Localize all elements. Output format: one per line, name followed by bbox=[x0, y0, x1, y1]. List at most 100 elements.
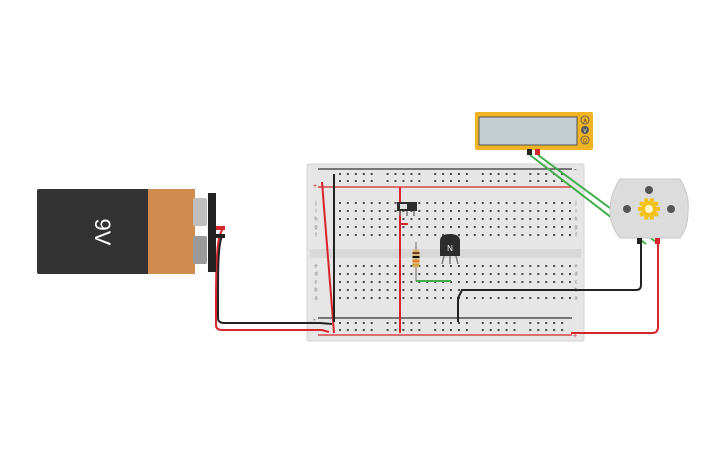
breadboard-hole[interactable] bbox=[354, 329, 357, 331]
breadboard-hole[interactable] bbox=[346, 173, 349, 175]
breadboard-hole[interactable] bbox=[553, 297, 556, 299]
breadboard-hole[interactable] bbox=[545, 281, 548, 283]
breadboard-hole[interactable] bbox=[561, 180, 564, 182]
breadboard-hole[interactable] bbox=[458, 322, 460, 324]
breadboard-hole[interactable] bbox=[394, 265, 397, 267]
breadboard-hole[interactable] bbox=[354, 226, 357, 228]
breadboard-hole[interactable] bbox=[473, 265, 476, 267]
breadboard-hole[interactable] bbox=[346, 289, 349, 291]
breadboard-hole[interactable] bbox=[529, 265, 532, 267]
breadboard-hole[interactable] bbox=[553, 322, 556, 324]
breadboard-hole[interactable] bbox=[489, 273, 492, 275]
breadboard-hole[interactable] bbox=[458, 173, 460, 175]
breadboard-hole[interactable] bbox=[386, 173, 389, 175]
breadboard-hole[interactable] bbox=[426, 210, 429, 212]
breadboard-hole[interactable] bbox=[465, 297, 468, 299]
breadboard-hole[interactable] bbox=[418, 218, 421, 220]
breadboard-hole[interactable] bbox=[339, 234, 341, 236]
breadboard-hole[interactable] bbox=[465, 202, 468, 204]
breadboard-hole[interactable] bbox=[346, 281, 349, 283]
breadboard-hole[interactable] bbox=[458, 273, 460, 275]
breadboard-hole[interactable] bbox=[473, 273, 476, 275]
breadboard-hole[interactable] bbox=[418, 234, 421, 236]
breadboard-hole[interactable] bbox=[442, 289, 445, 291]
breadboard-hole[interactable] bbox=[410, 180, 413, 182]
breadboard-hole[interactable] bbox=[481, 202, 484, 204]
breadboard-hole[interactable] bbox=[339, 180, 341, 182]
breadboard-hole[interactable] bbox=[450, 210, 452, 212]
breadboard-hole[interactable] bbox=[481, 273, 484, 275]
breadboard-hole[interactable] bbox=[537, 329, 540, 331]
breadboard-hole[interactable] bbox=[362, 180, 365, 182]
breadboard-hole[interactable] bbox=[537, 273, 540, 275]
breadboard-hole[interactable] bbox=[505, 273, 508, 275]
breadboard-hole[interactable] bbox=[513, 226, 516, 228]
breadboard-hole[interactable] bbox=[569, 281, 571, 283]
breadboard-hole[interactable] bbox=[497, 202, 500, 204]
breadboard-hole[interactable] bbox=[370, 234, 373, 236]
breadboard-hole[interactable] bbox=[497, 329, 500, 331]
breadboard-hole[interactable] bbox=[489, 322, 492, 324]
breadboard-hole[interactable] bbox=[442, 210, 445, 212]
breadboard-hole[interactable] bbox=[434, 322, 437, 324]
breadboard-hole[interactable] bbox=[386, 202, 389, 204]
breadboard-hole[interactable] bbox=[418, 202, 421, 204]
breadboard-hole[interactable] bbox=[489, 329, 492, 331]
breadboard-holes[interactable] bbox=[339, 173, 571, 331]
breadboard-hole[interactable] bbox=[402, 329, 405, 331]
breadboard-hole[interactable] bbox=[418, 329, 421, 331]
breadboard-hole[interactable] bbox=[434, 210, 437, 212]
breadboard-hole[interactable] bbox=[354, 322, 357, 324]
breadboard-hole[interactable] bbox=[465, 218, 468, 220]
breadboard-hole[interactable] bbox=[402, 297, 405, 299]
breadboard-hole[interactable] bbox=[481, 234, 484, 236]
breadboard-hole[interactable] bbox=[394, 202, 397, 204]
breadboard-hole[interactable] bbox=[521, 210, 524, 212]
motor-positive-wire[interactable] bbox=[571, 242, 659, 334]
breadboard-hole[interactable] bbox=[450, 218, 452, 220]
breadboard-hole[interactable] bbox=[362, 273, 365, 275]
breadboard-hole[interactable] bbox=[386, 218, 389, 220]
breadboard-hole[interactable] bbox=[370, 281, 373, 283]
breadboard-hole[interactable] bbox=[521, 265, 524, 267]
breadboard-hole[interactable] bbox=[473, 234, 476, 236]
breadboard-hole[interactable] bbox=[569, 234, 571, 236]
breadboard-hole[interactable] bbox=[545, 322, 548, 324]
breadboard-hole[interactable] bbox=[450, 329, 452, 331]
breadboard-hole[interactable] bbox=[394, 322, 397, 324]
breadboard-hole[interactable] bbox=[537, 173, 540, 175]
breadboard-hole[interactable] bbox=[465, 265, 468, 267]
breadboard-hole[interactable] bbox=[545, 218, 548, 220]
breadboard-hole[interactable] bbox=[481, 329, 484, 331]
breadboard-hole[interactable] bbox=[402, 289, 405, 291]
breadboard-hole[interactable] bbox=[362, 289, 365, 291]
breadboard-hole[interactable] bbox=[521, 234, 524, 236]
breadboard-hole[interactable] bbox=[529, 273, 532, 275]
breadboard-hole[interactable] bbox=[529, 180, 532, 182]
breadboard-hole[interactable] bbox=[410, 265, 413, 267]
breadboard-hole[interactable] bbox=[339, 173, 341, 175]
breadboard-hole[interactable] bbox=[434, 173, 437, 175]
breadboard-hole[interactable] bbox=[481, 218, 484, 220]
breadboard-hole[interactable] bbox=[458, 289, 460, 291]
breadboard-hole[interactable] bbox=[442, 265, 445, 267]
breadboard-hole[interactable] bbox=[497, 180, 500, 182]
breadboard-hole[interactable] bbox=[434, 218, 437, 220]
breadboard-hole[interactable] bbox=[386, 281, 389, 283]
breadboard-hole[interactable] bbox=[434, 289, 437, 291]
breadboard-hole[interactable] bbox=[537, 281, 540, 283]
breadboard-hole[interactable] bbox=[537, 180, 540, 182]
breadboard-hole[interactable] bbox=[410, 281, 413, 283]
breadboard-hole[interactable] bbox=[339, 281, 341, 283]
breadboard-hole[interactable] bbox=[513, 265, 516, 267]
breadboard-hole[interactable] bbox=[553, 281, 556, 283]
breadboard-hole[interactable] bbox=[465, 210, 468, 212]
breadboard-hole[interactable] bbox=[418, 289, 421, 291]
breadboard-hole[interactable] bbox=[497, 234, 500, 236]
breadboard-hole[interactable] bbox=[537, 322, 540, 324]
multimeter-knob-v[interactable] bbox=[581, 126, 589, 134]
breadboard-hole[interactable] bbox=[505, 297, 508, 299]
breadboard-hole[interactable] bbox=[553, 180, 556, 182]
breadboard-hole[interactable] bbox=[442, 226, 445, 228]
breadboard-hole[interactable] bbox=[465, 322, 468, 324]
